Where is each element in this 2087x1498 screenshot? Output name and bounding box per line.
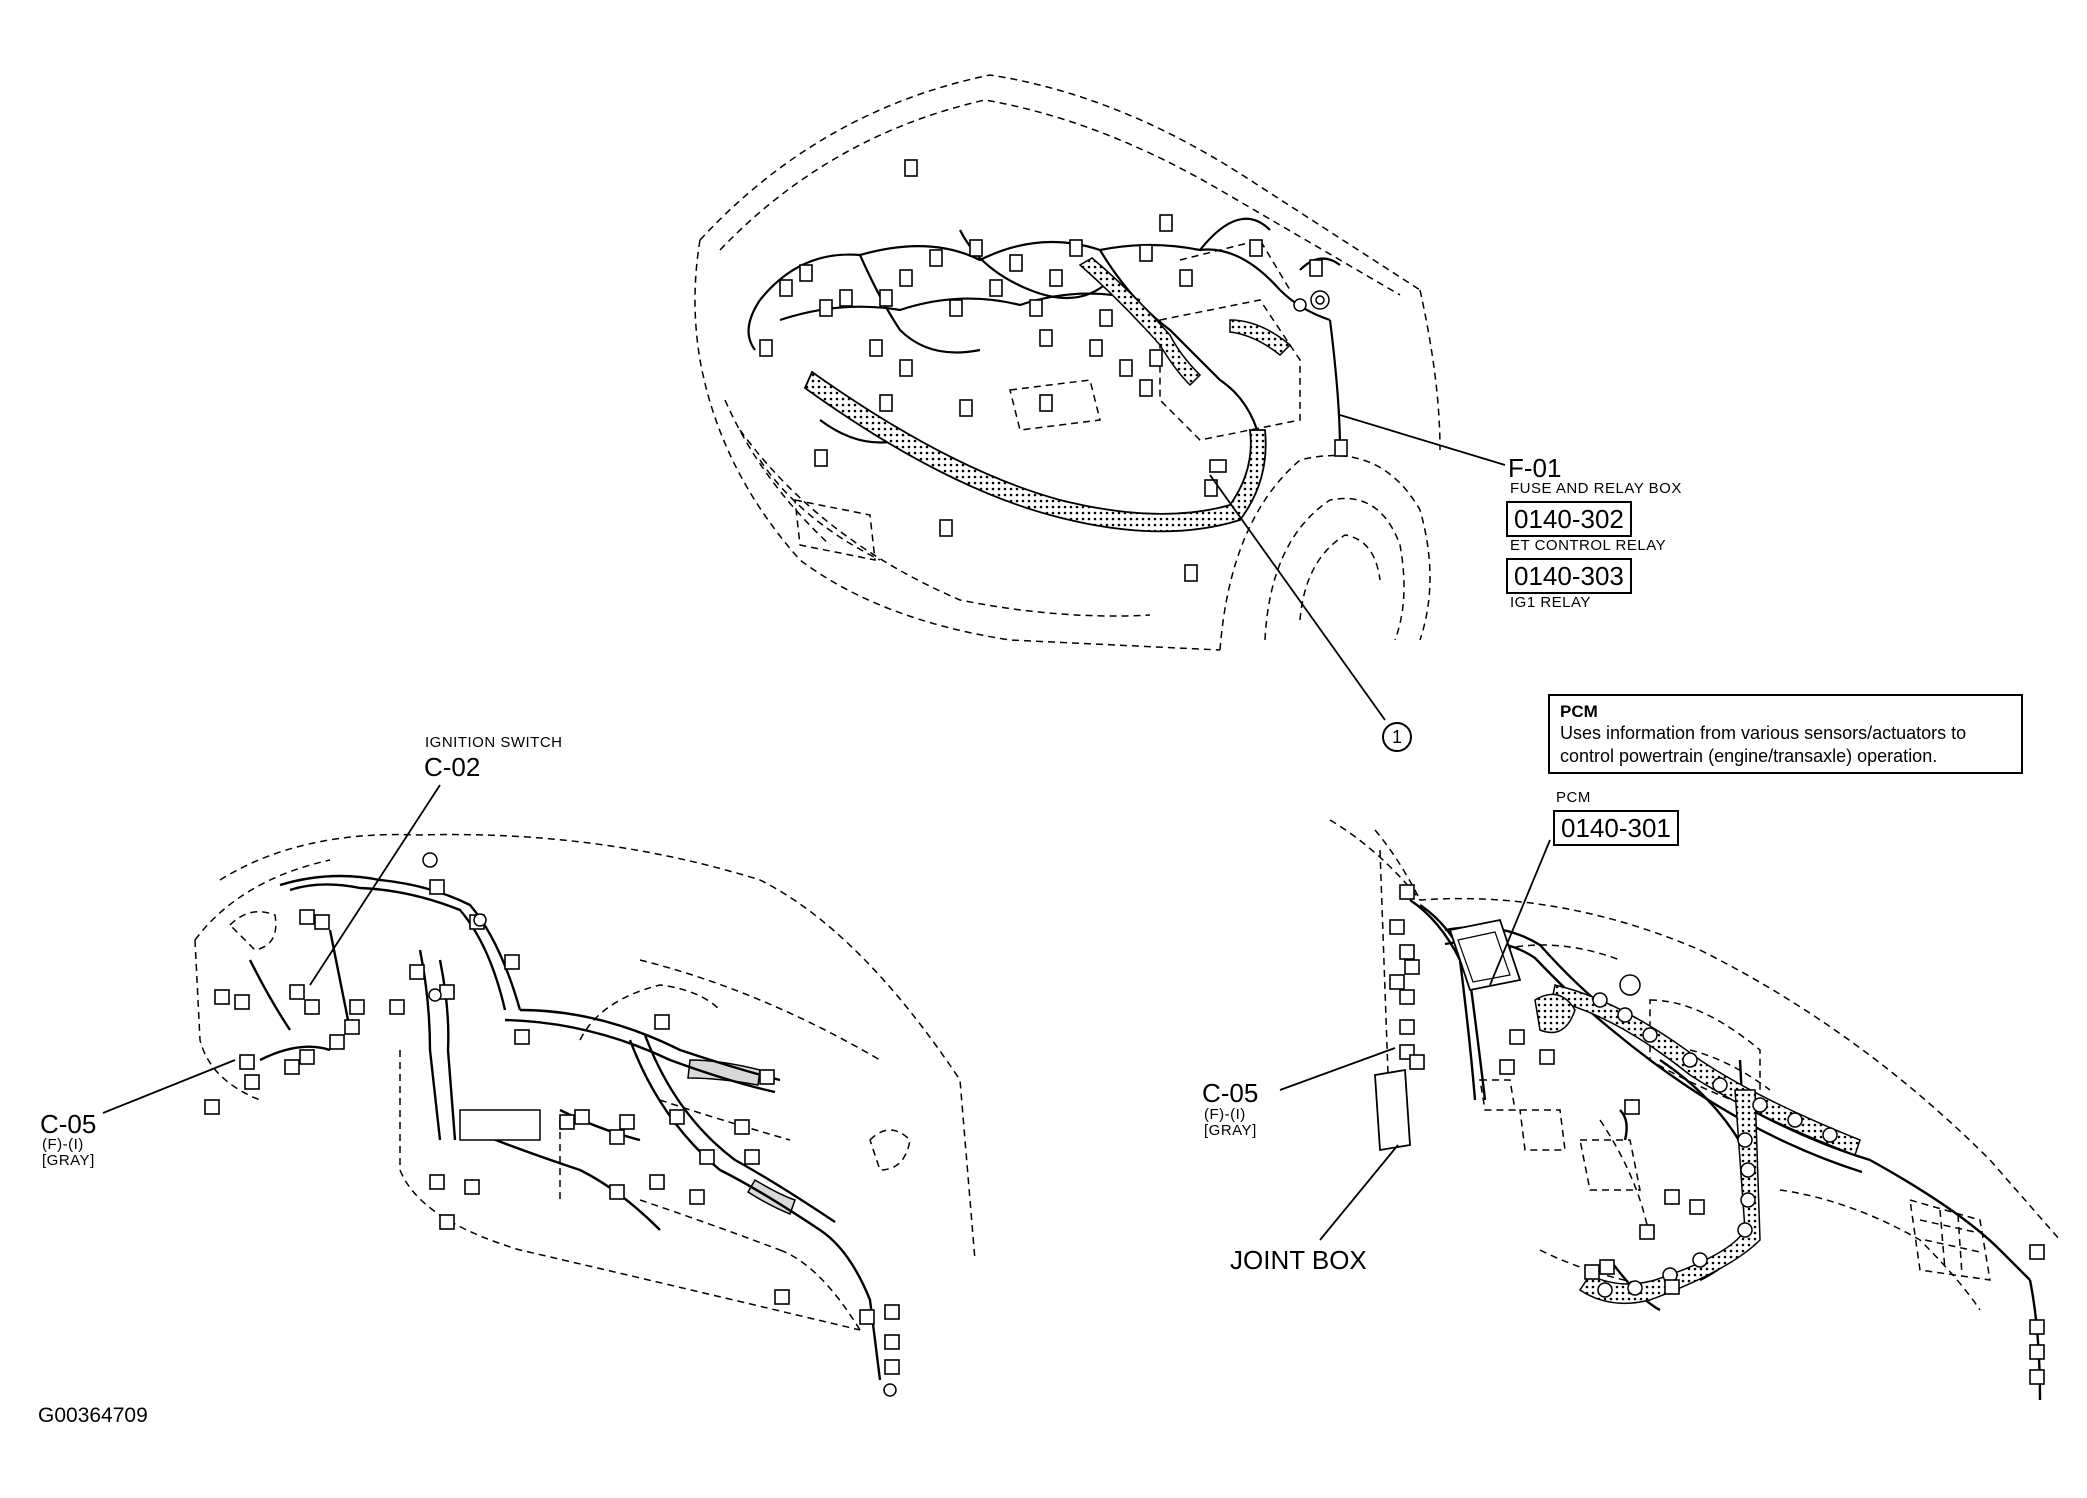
pcm-info-box: PCM Uses information from various sensor… (1548, 694, 2023, 774)
ig1-relay-code[interactable]: 0140-303 (1506, 558, 1632, 594)
pcm-code[interactable]: 0140-301 (1553, 810, 1679, 846)
pcm-label: PCM (1556, 789, 1591, 806)
left-c05-color: [GRAY] (42, 1152, 95, 1169)
pcm-info-line1: Uses information from various sensors/ac… (1560, 723, 1967, 744)
figure-id: G00364709 (38, 1404, 148, 1427)
left-c05-sub: (F)-(I) (42, 1136, 84, 1153)
fuse-relay-box-code: F-01 (1508, 453, 1562, 483)
ignition-switch-label: IGNITION SWITCH (425, 734, 563, 751)
ig1-relay-label: IG1 RELAY (1510, 594, 1591, 611)
pcm-area-connectors (1389, 884, 2045, 1385)
pcm-info-title: PCM (1560, 702, 1598, 721)
front-harness-band (803, 370, 1267, 533)
joint-box-shape (1374, 1068, 1411, 1152)
pcm-info-line2: control powertrain (engine/transaxle) op… (1560, 745, 1938, 766)
et-control-relay-label: ET CONTROL RELAY (1510, 537, 1667, 554)
joint-box-label: JOINT BOX (1230, 1245, 1367, 1275)
leader-lines (102, 414, 1551, 1241)
instrument-panel-drawing (194, 833, 976, 1331)
left-c05-code: C-05 (40, 1109, 97, 1139)
ignition-switch-code: C-02 (424, 752, 481, 782)
instrument-connectors (204, 879, 900, 1375)
right-c05-color: [GRAY] (1204, 1122, 1257, 1139)
engine-connectors (759, 159, 1348, 582)
engine-bay-drawing (694, 74, 1441, 651)
right-c05-sub: (F)-(I) (1204, 1106, 1246, 1123)
et-control-relay-code[interactable]: 0140-302 (1506, 501, 1632, 537)
fuse-relay-box-label: FUSE AND RELAY BOX (1510, 480, 1682, 497)
right-c05-code: C-05 (1202, 1078, 1259, 1108)
callout-marker-1: 1 (1382, 722, 1412, 752)
